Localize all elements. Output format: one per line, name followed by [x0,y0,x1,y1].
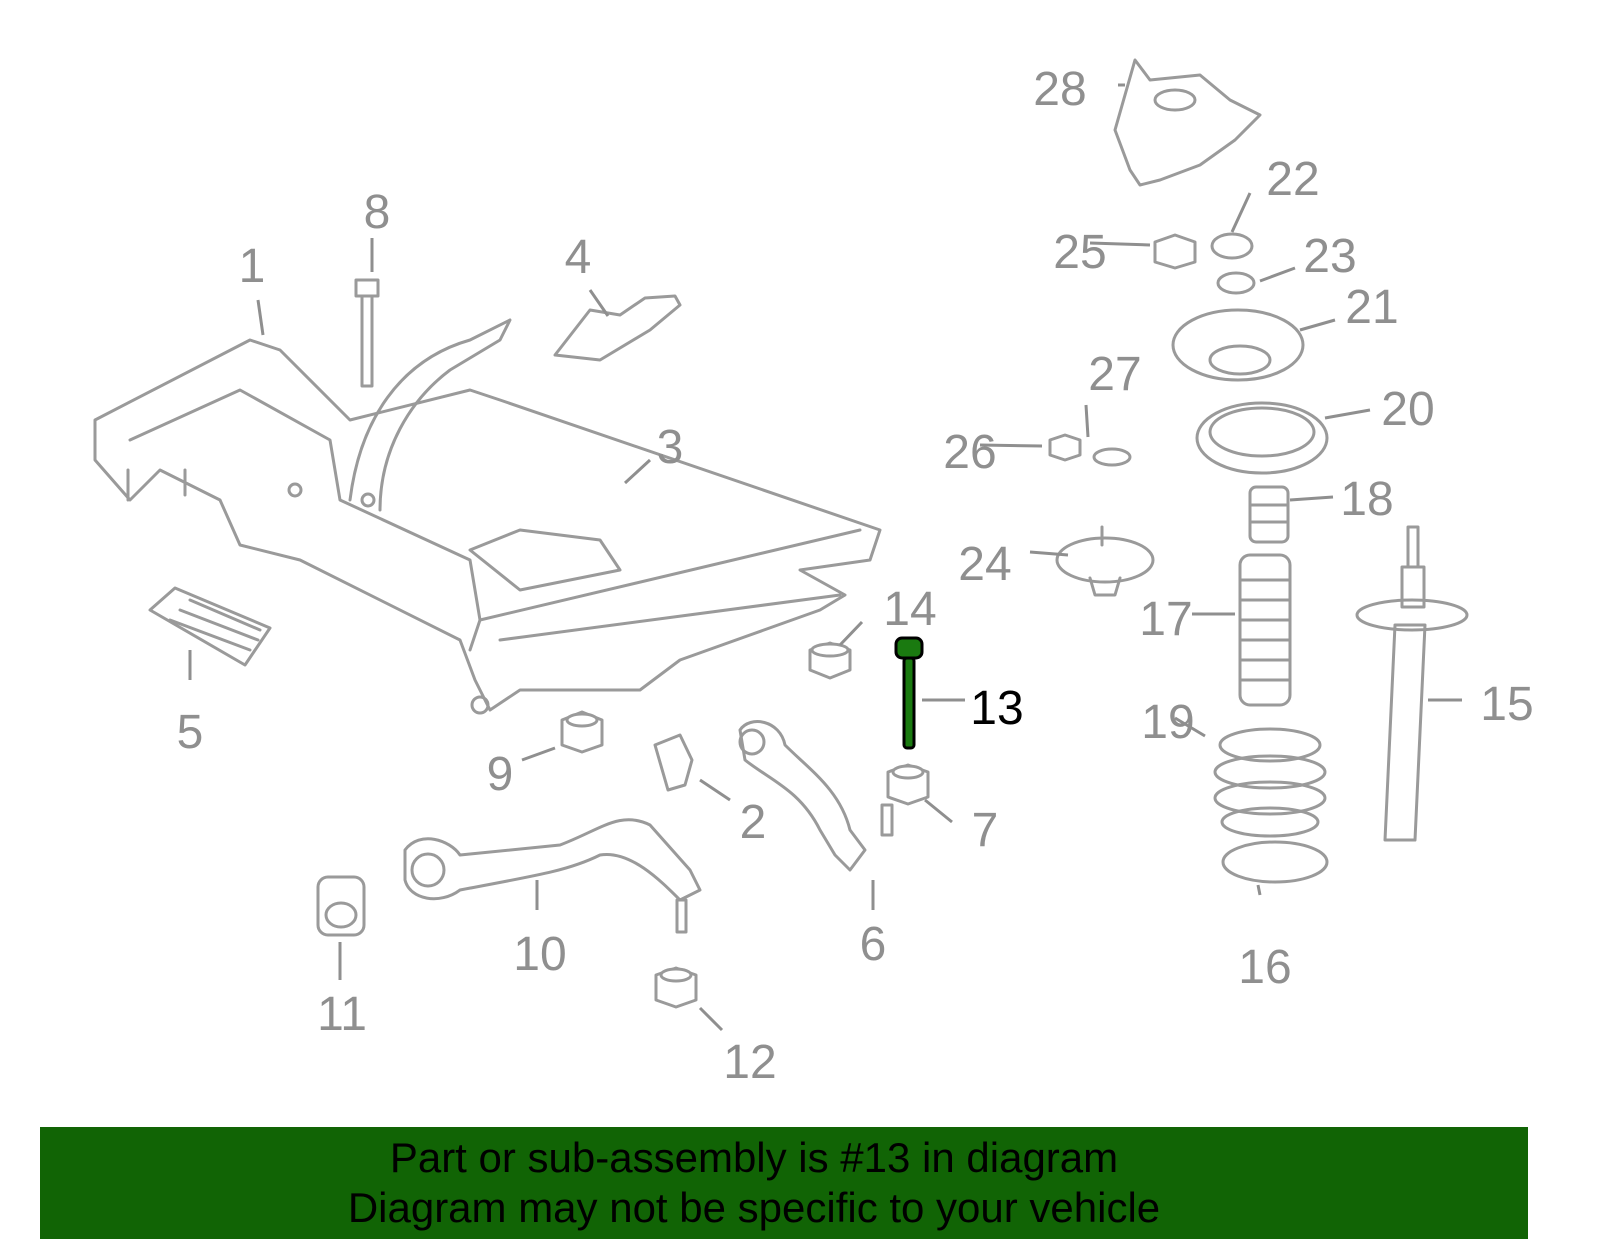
callout-4: 4 [565,231,592,284]
banner-line-1: Part or sub-assembly is #13 in diagram [389,1134,1119,1181]
callout-12: 12 [723,1036,776,1089]
callout-labels: 1 2 3 4 5 6 7 8 9 10 11 12 13 14 15 16 1… [177,63,1534,1089]
part-5-drawing [148,586,272,667]
part-6-drawing [738,720,894,872]
callout-5: 5 [177,706,204,759]
part-16-drawing [1221,840,1329,884]
part-7-drawing [886,763,930,806]
part-18-drawing [1248,485,1290,544]
info-banner: Part or sub-assembly is #13 in diagram D… [40,1127,1528,1239]
part-14-drawing [808,641,852,680]
callout-7: 7 [972,804,999,857]
part-25-drawing [1153,233,1197,270]
callout-3: 3 [657,421,684,474]
part-19-drawing [1213,727,1327,838]
part-2-drawing [653,733,694,792]
callout-24: 24 [958,538,1011,591]
part-8-drawing [354,278,380,388]
callout-25: 25 [1053,226,1106,279]
callout-10: 10 [513,928,566,981]
callout-8: 8 [364,186,391,239]
part-22-drawing [1210,232,1254,260]
callout-13: 13 [970,682,1023,735]
part-21-drawing [1171,308,1305,382]
part-10-drawing [403,818,702,934]
callout-15: 15 [1480,678,1533,731]
callout-1: 1 [239,240,266,293]
part-9-drawing [560,710,604,754]
part-27-drawing [1092,447,1132,467]
callout-14: 14 [883,583,936,636]
subframe-drawing [93,318,882,715]
callout-26: 26 [943,426,996,479]
callout-22: 22 [1266,153,1319,206]
part-11-drawing [316,875,366,937]
part-17-drawing [1238,553,1292,707]
callout-20: 20 [1381,383,1434,436]
callout-17: 17 [1139,593,1192,646]
leader-arrows [188,83,1462,1032]
callout-27: 27 [1088,348,1141,401]
banner-line-2: Diagram may not be specific to your vehi… [347,1184,1161,1231]
callout-28: 28 [1033,63,1086,116]
part-13-bolt [894,636,924,750]
callout-2: 2 [740,796,767,849]
part-20-drawing [1195,401,1329,475]
callout-6: 6 [860,918,887,971]
part-24-drawing [1055,525,1155,597]
part-23-drawing [1216,271,1256,295]
part-26-drawing [1048,433,1082,462]
part-4-drawing [553,294,682,362]
part-12-drawing [654,966,698,1009]
callout-23: 23 [1303,230,1356,283]
callout-21: 21 [1345,281,1398,334]
callout-16: 16 [1238,941,1291,994]
callout-9: 9 [487,748,514,801]
callout-19: 19 [1141,696,1194,749]
part-15-drawing [1355,525,1469,842]
callout-18: 18 [1340,473,1393,526]
part-28-drawing [1113,58,1262,187]
callout-11: 11 [317,988,367,1041]
